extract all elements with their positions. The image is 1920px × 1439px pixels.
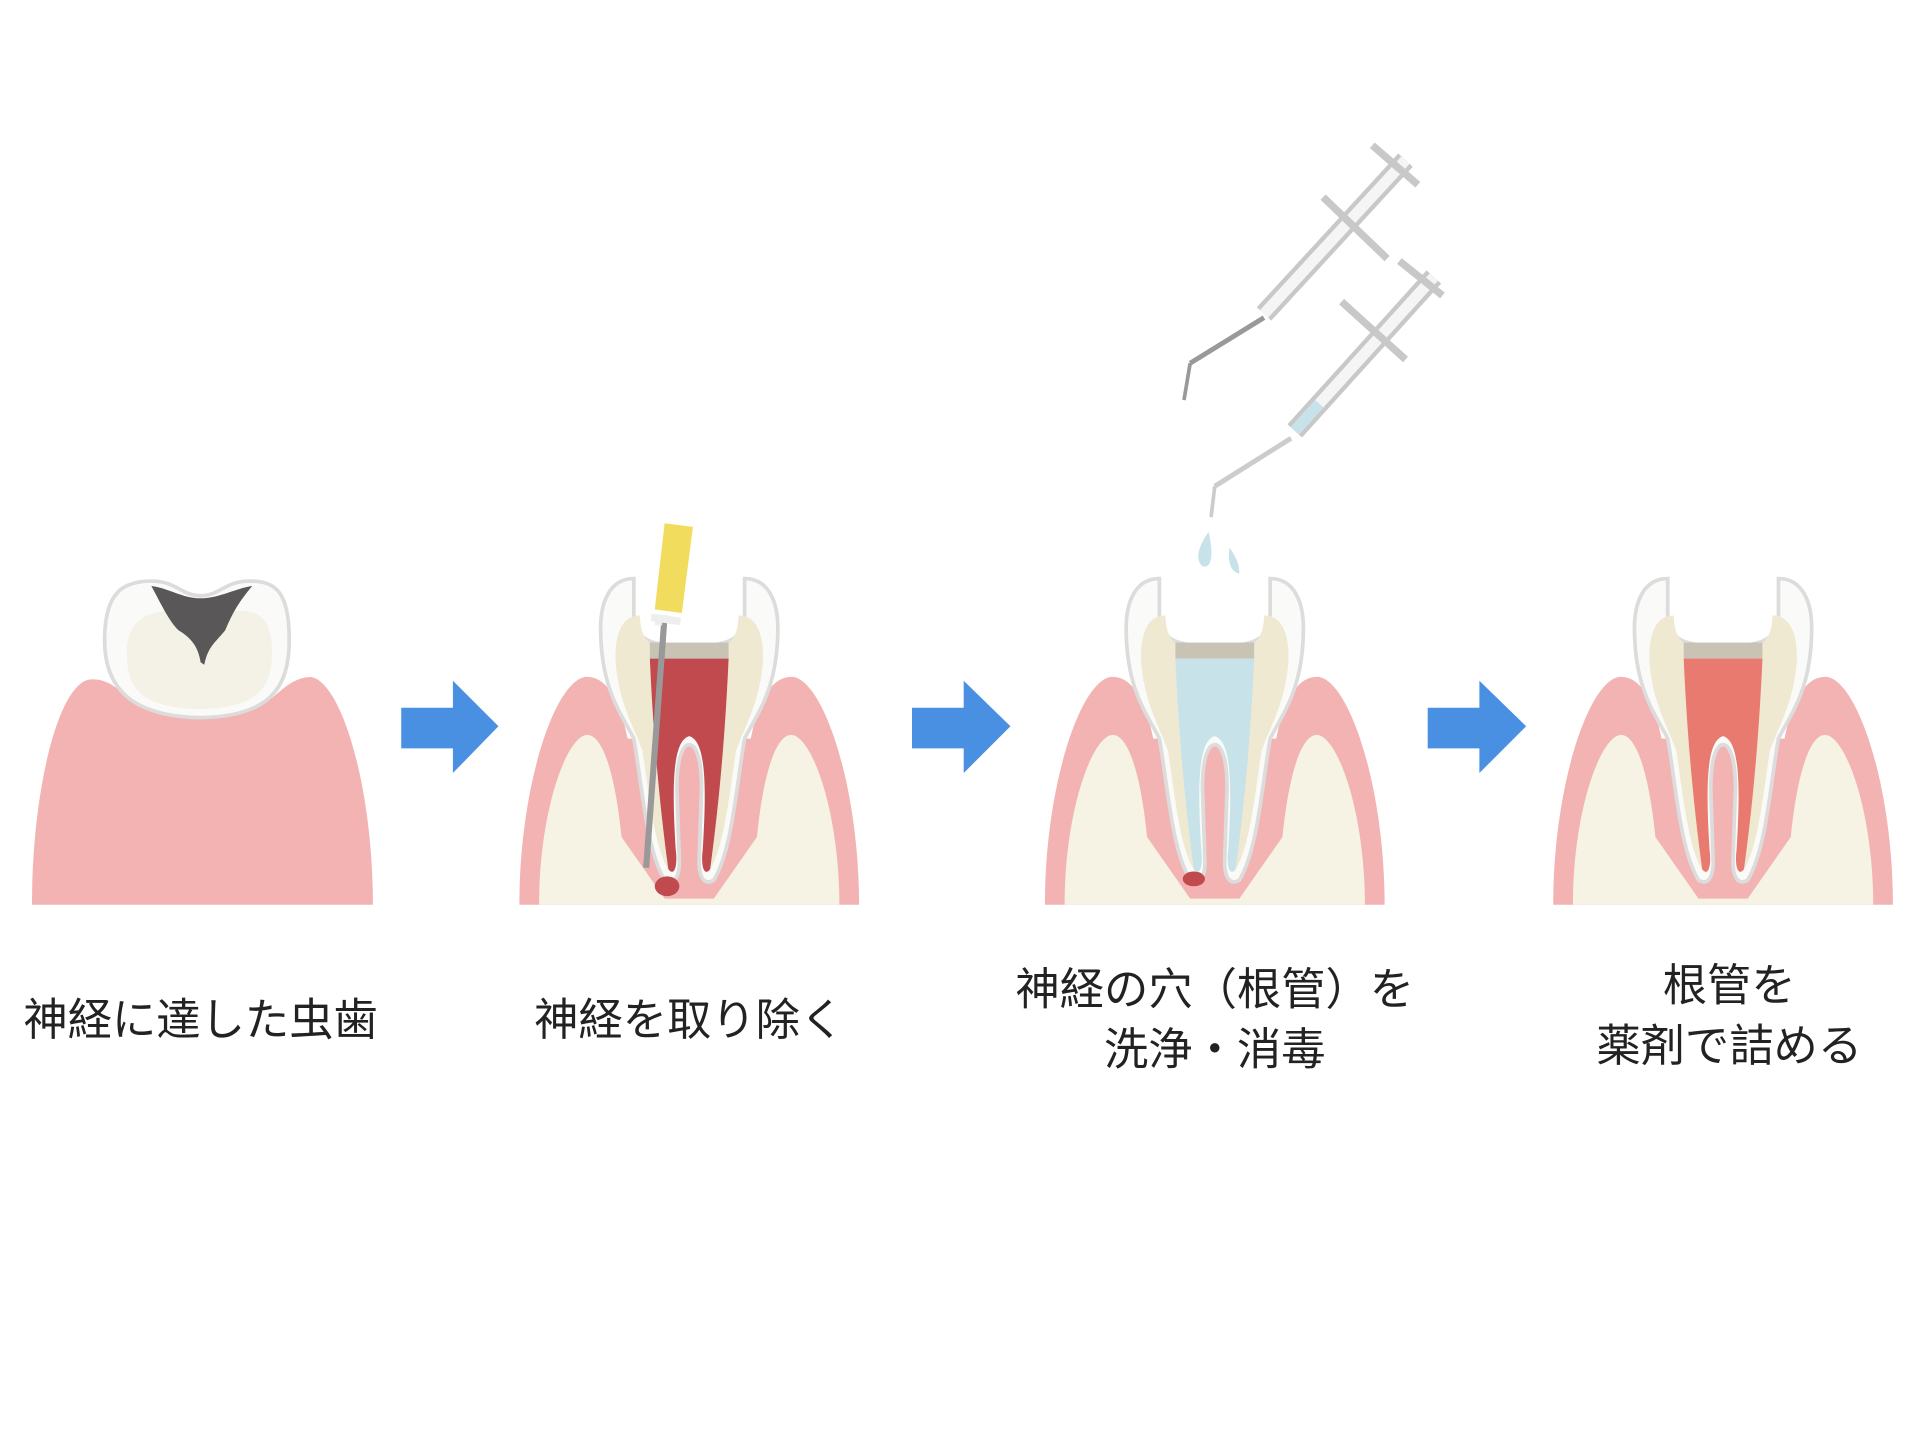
drop-icon (1198, 531, 1212, 567)
syringe-icon (1182, 142, 1421, 401)
step-4-label-line-2: 薬剤で詰める (1596, 1021, 1862, 1072)
caries (151, 585, 253, 665)
step-4-filling (1553, 576, 1893, 905)
arrow-right-icon (401, 680, 499, 774)
step-3-irrigation (1044, 142, 1445, 905)
step-4-label-line-1: 根管を (1663, 961, 1796, 1012)
step-3-label-line-1: 神経の穴（根管）を (1015, 964, 1414, 1015)
step-2-label: 神経を取り除く (534, 995, 844, 1046)
syringe-icon (1209, 258, 1445, 518)
step-1-decayed-tooth (32, 579, 373, 905)
step-1-label: 神経に達した虫歯 (23, 995, 377, 1046)
drop-icon (1228, 547, 1240, 574)
arrow-right-icon (1427, 680, 1527, 774)
step-2-pulp-removal (519, 523, 860, 905)
endodontic-file-icon (643, 523, 693, 869)
step-3-label-line-2: 洗浄・消毒 (1104, 1025, 1326, 1076)
arrow-right-icon (912, 680, 1011, 774)
